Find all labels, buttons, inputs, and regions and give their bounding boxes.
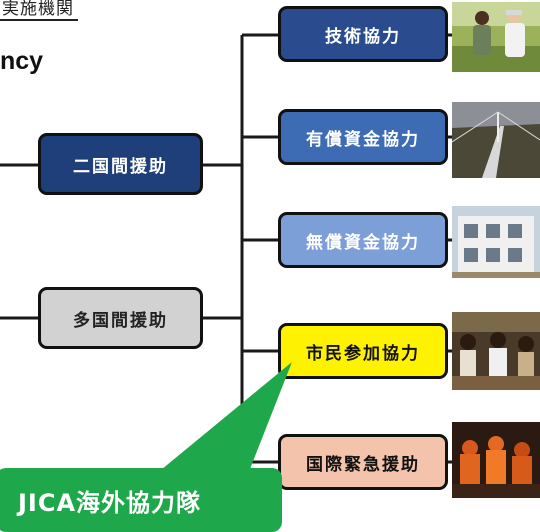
citizen-participation-box: 市民参加協力 <box>278 323 448 379</box>
top-label: 実施機関 <box>0 0 78 21</box>
agency-title-fragment: ncy <box>0 47 44 75</box>
citizen-participation-label: 市民参加協力 <box>306 343 420 364</box>
technical-cooperation-label: 技術協力 <box>325 26 401 47</box>
citizen-participation-photo <box>452 312 540 390</box>
grant-aid-photo <box>452 206 540 278</box>
grant-aid-label: 無償資金協力 <box>306 232 420 253</box>
loan-aid-label: 有償資金協力 <box>306 129 420 150</box>
multilateral-aid-box: 多国間援助 <box>38 287 203 349</box>
technical-cooperation-photo <box>452 2 540 72</box>
emergency-relief-label: 国際緊急援助 <box>306 454 420 475</box>
multilateral-aid-label: 多国間援助 <box>73 310 168 331</box>
emergency-relief-box: 国際緊急援助 <box>278 434 448 490</box>
loan-aid-photo <box>452 102 540 178</box>
emergency-relief-photo <box>452 422 540 498</box>
jica-volunteers-label: JICA海外協力隊 <box>18 488 202 517</box>
bilateral-aid-box: 二国間援助 <box>38 133 203 195</box>
loan-aid-box: 有償資金協力 <box>278 109 448 165</box>
jica-volunteers-callout: JICA海外協力隊 <box>0 468 282 532</box>
technical-cooperation-box: 技術協力 <box>278 6 448 62</box>
bilateral-aid-label: 二国間援助 <box>73 156 168 177</box>
grant-aid-box: 無償資金協力 <box>278 212 448 268</box>
